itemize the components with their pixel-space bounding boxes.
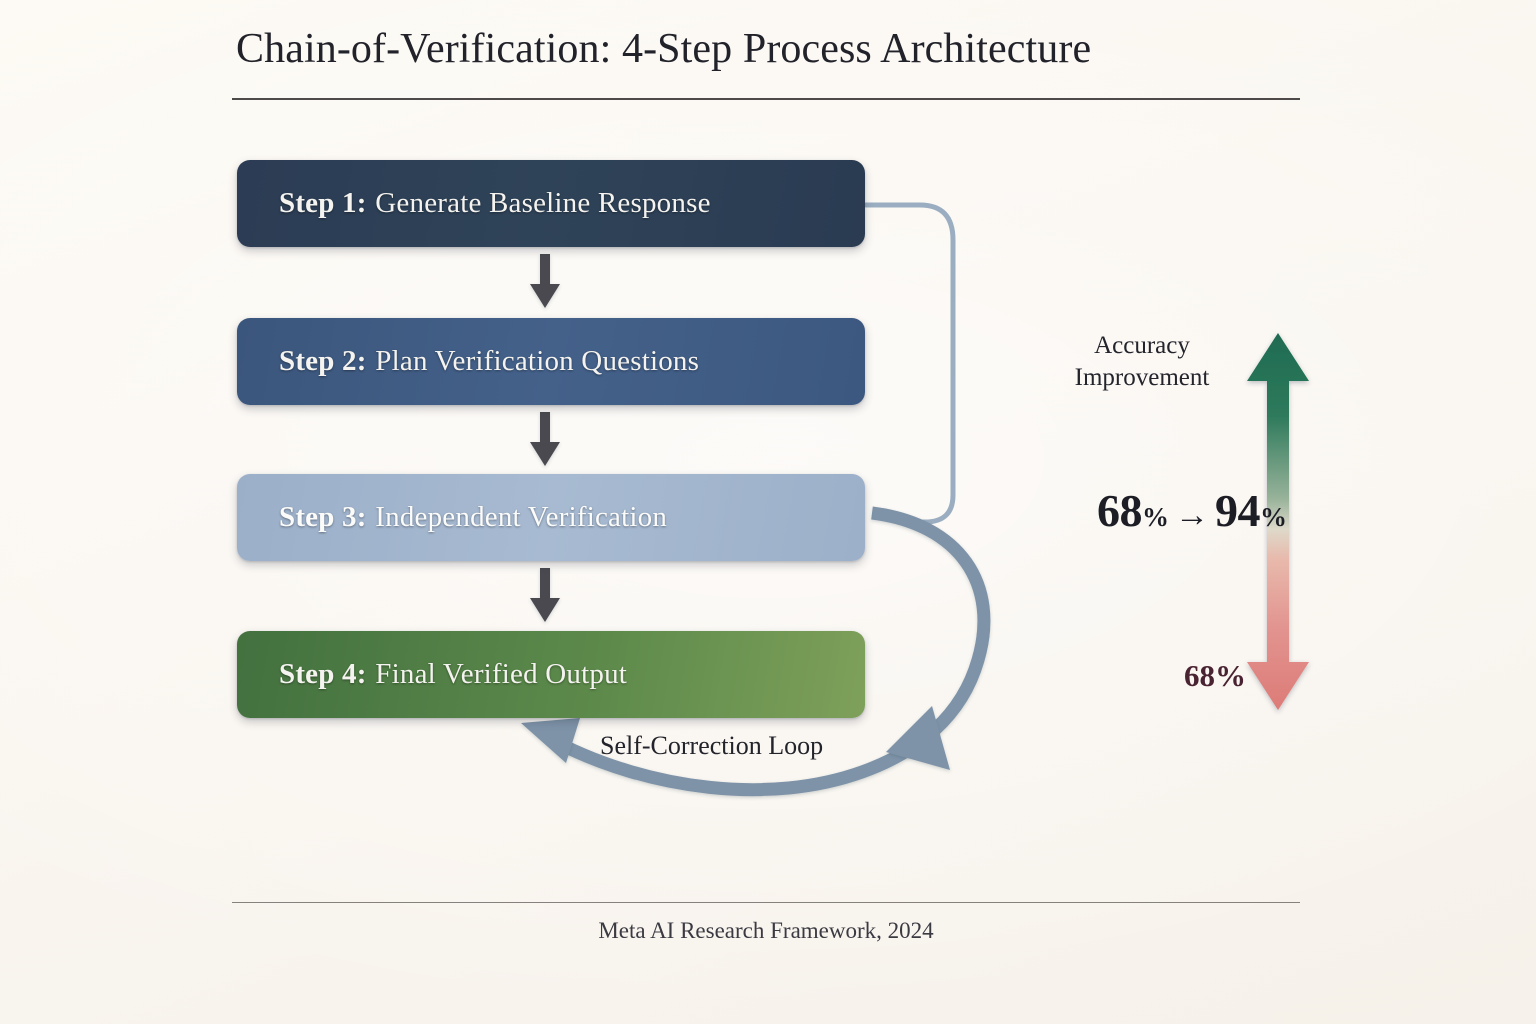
step-box-3[interactable]: Step 3: Independent Verification xyxy=(237,474,865,561)
accuracy-baseline-label: 68% xyxy=(1184,658,1246,693)
accuracy-to-value: 94 xyxy=(1215,485,1261,536)
step-box-2[interactable]: Step 2: Plan Verification Questions xyxy=(237,318,865,405)
flow-arrow-step2-step3 xyxy=(530,412,560,466)
accuracy-gauge-label-line2: Improvement xyxy=(1074,363,1210,391)
step-3-label: Independent Verification xyxy=(375,501,668,533)
step-1-label: Generate Baseline Response xyxy=(375,187,711,219)
step-4-label: Final Verified Output xyxy=(375,658,628,690)
accuracy-gauge-label-line1: Accuracy xyxy=(1094,332,1190,359)
self-correction-loop-label: Self-Correction Loop xyxy=(600,731,824,760)
footer-caption: Meta AI Research Framework, 2024 xyxy=(598,918,934,943)
flow-arrow-step3-step4 xyxy=(530,568,560,622)
title-divider xyxy=(232,98,1300,100)
accuracy-delta: 68%→94% xyxy=(1058,484,1326,537)
step-box-1[interactable]: Step 1: Generate Baseline Response xyxy=(237,160,865,247)
step-box-4[interactable]: Step 4: Final Verified Output xyxy=(237,631,865,718)
step-1-lead: Step 1: xyxy=(279,187,367,219)
accuracy-from-unit: % xyxy=(1142,502,1169,532)
feedback-connector-line xyxy=(863,202,956,525)
step-3-lead: Step 3: xyxy=(279,501,367,533)
footer-divider xyxy=(232,902,1300,903)
step-2-lead: Step 2: xyxy=(279,345,367,377)
step-2-label: Plan Verification Questions xyxy=(375,345,700,377)
flow-arrow-step1-step2 xyxy=(530,254,560,308)
accuracy-to-unit: % xyxy=(1260,502,1287,532)
step-4-lead: Step 4: xyxy=(279,658,367,690)
accuracy-gauge-label: Accuracy Improvement xyxy=(1038,330,1246,393)
accuracy-from-value: 68 xyxy=(1097,485,1143,536)
page-title: Chain-of-Verification: 4-Step Process Ar… xyxy=(236,26,1092,72)
right-arrow-icon: → xyxy=(1175,497,1209,534)
